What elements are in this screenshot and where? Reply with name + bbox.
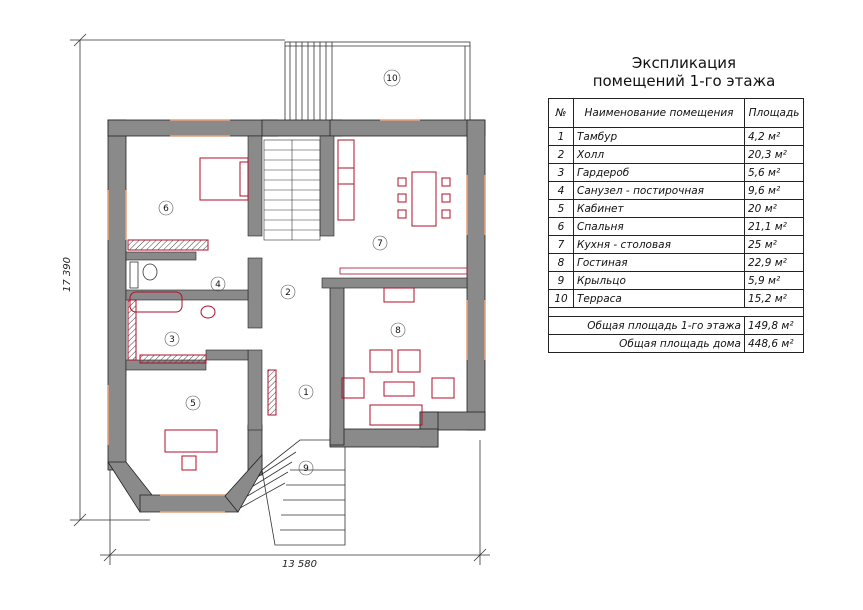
staircase bbox=[263, 139, 321, 241]
room-label-1: 1 bbox=[303, 388, 309, 398]
house-total-row: Общая площадь дома 448,6 м² bbox=[548, 334, 804, 353]
floor-total-label: Общая площадь 1-го этажа bbox=[548, 316, 745, 335]
house-total-value: 448,6 м² bbox=[744, 334, 804, 353]
row-num: 10 bbox=[548, 289, 574, 308]
title-line-2: помещений 1-го этажа bbox=[592, 72, 776, 90]
row-name: Кабинет bbox=[573, 199, 745, 218]
row-name: Крыльцо bbox=[573, 271, 745, 290]
row-num: 1 bbox=[548, 127, 574, 146]
room-label-5: 5 bbox=[190, 399, 196, 409]
row-name: Терраса bbox=[573, 289, 745, 308]
windows bbox=[107, 119, 486, 513]
row-num: 7 bbox=[548, 235, 574, 254]
row-name: Кухня - столовая bbox=[573, 235, 745, 254]
floor-total-value: 149,8 м² bbox=[744, 316, 804, 335]
row-area: 20,3 м² bbox=[744, 145, 804, 164]
terrace bbox=[284, 41, 471, 123]
row-area: 4,2 м² bbox=[744, 127, 804, 146]
explication-title: Экспликация помещений 1-го этажа bbox=[560, 54, 808, 90]
row-num: 3 bbox=[548, 163, 574, 182]
row-num: 9 bbox=[548, 271, 574, 290]
row-num: 6 bbox=[548, 217, 574, 236]
furniture bbox=[127, 139, 468, 471]
room-label-8: 8 bbox=[395, 326, 401, 336]
row-num: 5 bbox=[548, 199, 574, 218]
row-name: Гостиная bbox=[573, 253, 745, 272]
row-name: Тамбур bbox=[573, 127, 745, 146]
title-line-1: Экспликация bbox=[631, 54, 737, 72]
dim-horizontal-label: 13 580 bbox=[282, 559, 317, 570]
room-labels: 1 2 3 4 5 6 7 8 9 10 bbox=[158, 69, 406, 476]
floor-total-row: Общая площадь 1-го этажа 149,8 м² bbox=[548, 316, 804, 335]
row-name: Санузел - постирочная bbox=[573, 181, 745, 200]
room-label-4: 4 bbox=[215, 280, 221, 290]
row-num: 4 bbox=[548, 181, 574, 200]
room-label-2: 2 bbox=[285, 288, 291, 298]
row-name: Гардероб bbox=[573, 163, 745, 182]
row-area: 25 м² bbox=[744, 235, 804, 254]
room-label-7: 7 bbox=[377, 239, 383, 249]
header-area: Площадь bbox=[744, 98, 804, 128]
row-name: Спальня bbox=[573, 217, 745, 236]
row-num: 8 bbox=[548, 253, 574, 272]
room-label-6: 6 bbox=[163, 204, 169, 214]
dim-vertical-label: 17 390 bbox=[62, 257, 73, 292]
porch bbox=[239, 439, 346, 546]
room-label-3: 3 bbox=[169, 335, 175, 345]
row-area: 15,2 м² bbox=[744, 289, 804, 308]
bathroom-fixtures bbox=[129, 261, 158, 289]
row-name: Холл bbox=[573, 145, 745, 164]
header-name: Наименование помещения bbox=[573, 98, 745, 128]
header-num: № bbox=[548, 98, 574, 128]
row-area: 20 м² bbox=[744, 199, 804, 218]
row-area: 21,1 м² bbox=[744, 217, 804, 236]
exterior-walls bbox=[107, 119, 486, 513]
horizontal-dimension bbox=[100, 440, 490, 565]
row-area: 22,9 м² bbox=[744, 253, 804, 272]
row-area: 5,9 м² bbox=[744, 271, 804, 290]
floor-plan: 17 390 13 580 bbox=[62, 33, 490, 570]
house-total-label: Общая площадь дома bbox=[548, 334, 745, 353]
room-label-9: 9 bbox=[303, 464, 309, 474]
room-label-10: 10 bbox=[386, 74, 398, 84]
row-area: 5,6 м² bbox=[744, 163, 804, 182]
row-num: 2 bbox=[548, 145, 574, 164]
row-area: 9,6 м² bbox=[744, 181, 804, 200]
table-header-row: № Наименование помещения Площадь bbox=[548, 98, 804, 128]
table-spacer-row bbox=[548, 307, 804, 317]
